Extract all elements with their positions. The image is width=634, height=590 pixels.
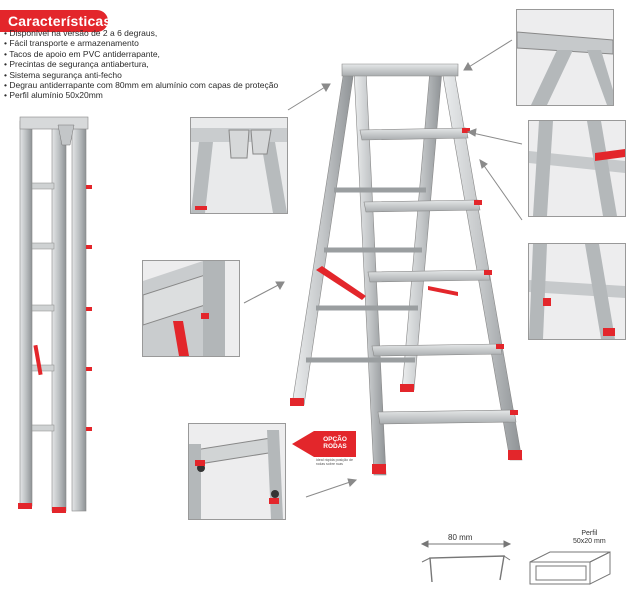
wheels-option-image: [188, 423, 286, 520]
features-title-badge: Características: [0, 10, 112, 32]
features-list: Disponível na versão de 2 a 6 degraus, F…: [4, 28, 278, 101]
step-profile-diagram: [420, 540, 512, 583]
profile-size: 50x20 mm: [573, 538, 606, 545]
main-ladder-image: [290, 63, 523, 476]
profile-section-diagram: [529, 551, 611, 585]
feature-item: Degrau antiderrapante com 80mm em alumín…: [4, 80, 278, 90]
feature-item: Disponível na versão de 2 a 6 degraus,: [4, 28, 278, 38]
profile-label: Perfil 50x20 mm: [573, 530, 606, 546]
top-detail-image: [516, 9, 614, 106]
hinge-detail-image: [190, 117, 288, 214]
features-title: Características: [8, 13, 112, 29]
option-caption: ideal rápida posição de rodas sobre ruas: [316, 458, 353, 467]
feature-item: Fácil transporte e armazenamento: [4, 38, 278, 48]
feature-item: Tacos de apoio em PVC antiderrapante,: [4, 49, 278, 59]
option-line2: RODAS: [323, 443, 347, 450]
feature-item: Perfil alumínio 50x20mm: [4, 90, 278, 100]
step-width-label: 80 mm: [448, 533, 473, 542]
feature-item: Sistema segurança anti-fecho: [4, 70, 278, 80]
option-wheels-badge: OPÇÃO RODAS: [314, 431, 356, 457]
strap-detail-image: [528, 120, 626, 217]
option-line1: OPÇÃO: [323, 436, 347, 443]
folded-ladder-image: [18, 116, 92, 513]
option-arrow-icon: [292, 431, 314, 457]
lock-detail-image: [528, 243, 626, 340]
feature-item: Precintas de segurança antiabertura,: [4, 59, 278, 69]
profile-title: Perfil: [581, 530, 598, 537]
step-detail-image: [142, 260, 240, 357]
